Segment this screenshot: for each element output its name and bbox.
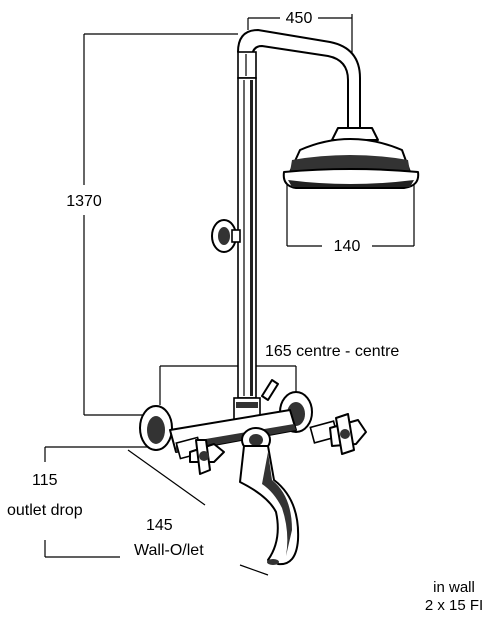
arm-reach-label: 450 [286, 10, 313, 27]
mixer-body [139, 391, 313, 453]
head-diameter-label: 140 [334, 238, 361, 255]
riser-pipe [237, 77, 257, 399]
bath-spout [239, 445, 300, 566]
dimension-lines [44, 14, 415, 576]
note-line-2: 2 x 15 FI [424, 597, 484, 614]
overall-height-label: 1370 [66, 193, 102, 210]
outlet-drop-label: outlet drop [7, 502, 83, 519]
installation-note: in wall 2 x 15 FI [414, 579, 494, 615]
centres-label: 165 centre - centre [265, 343, 399, 360]
wall-outlet-label: Wall-O/let [134, 542, 204, 559]
left-cross-handle [175, 436, 225, 475]
shower-rose [282, 127, 420, 189]
right-cross-handle [309, 413, 367, 455]
wall-bracket [211, 219, 241, 253]
note-line-1: in wall [433, 579, 475, 596]
wall-outlet-value: 145 [146, 517, 173, 534]
outlet-drop-value: 115 [32, 472, 58, 489]
